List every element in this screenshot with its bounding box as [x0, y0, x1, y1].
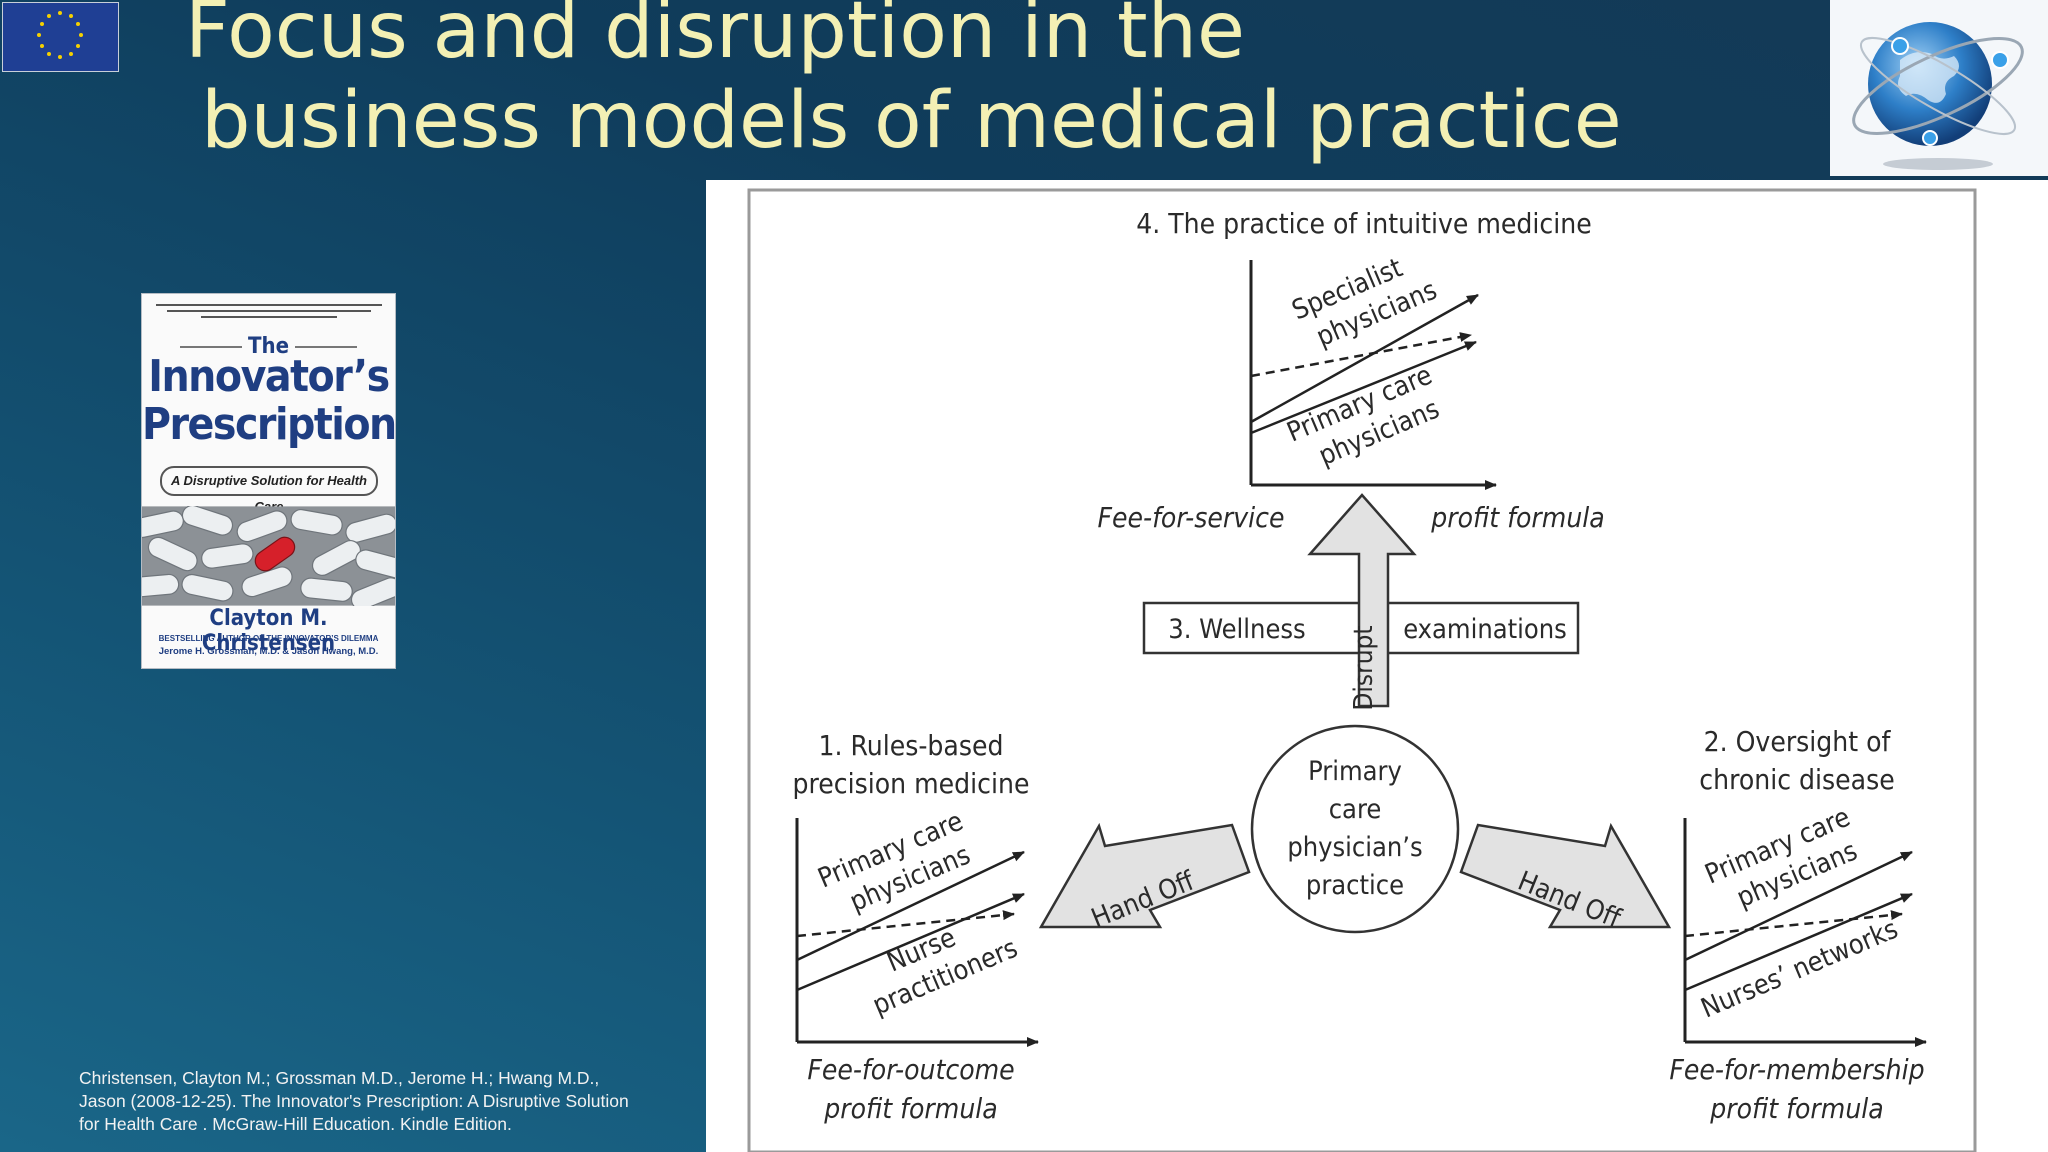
- book-quote-lines: [156, 304, 382, 322]
- wellness-label: 3. Wellness: [1168, 614, 1305, 645]
- left-title-line-2: precision medicine: [793, 767, 1030, 800]
- center-line-4: practice: [1306, 870, 1404, 901]
- right-mini-chart: [1683, 818, 1927, 1047]
- slide-title: Focus and disruption in the business mod…: [185, 0, 1622, 166]
- top-model-title: 4. The practice of intuitive medicine: [1136, 207, 1591, 240]
- top-series-specialist-label: Specialist physicians: [1288, 252, 1442, 353]
- globe-icon: [1852, 22, 2024, 170]
- center-line-3: physician’s: [1287, 832, 1422, 863]
- examinations-label: examinations: [1403, 614, 1567, 645]
- right-title-line-2: chronic disease: [1699, 763, 1894, 796]
- book-the: The: [142, 334, 395, 359]
- title-line-1: Focus and disruption in the: [185, 0, 1246, 76]
- left-formula-line-2: profit formula: [823, 1092, 997, 1125]
- fee-for-service-label: Fee-for-service: [1097, 501, 1284, 534]
- left-title-line-1: 1. Rules-based: [818, 729, 1003, 762]
- center-line-2: care: [1329, 794, 1382, 825]
- diagram-panel: 4. The practice of intuitive medicine Sp…: [706, 180, 2048, 1152]
- right-title-line-1: 2. Oversight of: [1704, 725, 1892, 758]
- eu-stars-icon: [37, 11, 83, 59]
- left-series-primary-care-label: Primary care physicians: [814, 806, 975, 918]
- book-title-line-1: Innovator’s: [148, 351, 390, 402]
- pills-image: [142, 506, 395, 606]
- left-formula-line-1: Fee-for-outcome: [807, 1053, 1014, 1086]
- title-line-2: business models of medical practice: [201, 76, 1622, 166]
- citation-text: Christensen, Clayton M.; Grossman M.D., …: [79, 1068, 629, 1134]
- book-bestselling: BESTSELLING AUTHOR OF THE INNOVATOR’S DI…: [158, 634, 379, 643]
- diagram-frame: [747, 188, 1977, 1152]
- left-mini-chart: [795, 818, 1039, 1047]
- disrupt-arrow: [1307, 493, 1417, 708]
- top-profit-formula-label: profit formula: [1430, 501, 1604, 534]
- top-series-primary-care-label: Primary care physicians: [1283, 360, 1444, 472]
- eu-flag-logo: [2, 2, 119, 72]
- hand-off-right-arrow: [1459, 822, 1672, 929]
- business-model-diagram: 4. The practice of intuitive medicine Sp…: [747, 188, 1977, 1152]
- right-series-nurses-networks-label: Nurses’ networks: [1697, 914, 1903, 1025]
- center-line-1: Primary: [1308, 756, 1402, 787]
- right-formula-line-2: profit formula: [1709, 1092, 1883, 1125]
- book-coauthors: Jerome H. Grossman, M.D. & Jason Hwang, …: [158, 646, 379, 657]
- right-formula-line-1: Fee-for-membership: [1669, 1053, 1924, 1086]
- book-author: Clayton M. Christensen: [201, 606, 336, 656]
- book-subtitle: A Disruptive Solution for Health Care: [160, 466, 378, 514]
- globe-logo: [1830, 0, 2048, 176]
- right-series-primary-care-label: Primary care physicians: [1701, 802, 1862, 914]
- top-mini-chart: [1249, 260, 1497, 490]
- hand-off-left-arrow: [1038, 822, 1251, 929]
- book-cover: The Innovator’s Prescription A Disruptiv…: [141, 293, 396, 669]
- center-practice-circle: [1250, 724, 1460, 934]
- disrupt-label: Disrupt: [1349, 625, 1379, 710]
- book-title-line-2: Prescription: [142, 399, 396, 450]
